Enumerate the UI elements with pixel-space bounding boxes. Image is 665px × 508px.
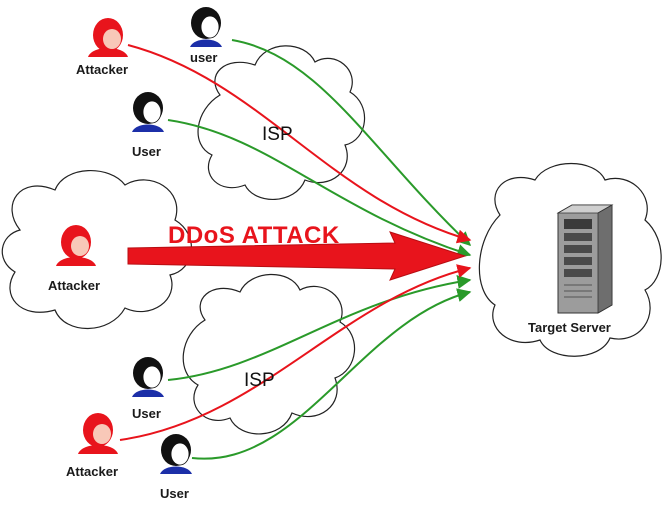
user-person-icon xyxy=(190,7,222,47)
attack-line-attacker-bottom xyxy=(119,264,472,441)
isp-label-bottom: ISP xyxy=(244,370,275,391)
node-label-attacker-bottom: Attacker xyxy=(66,464,119,479)
isp-label-top: ISP xyxy=(262,124,293,145)
node-label-user-top: user xyxy=(190,50,218,65)
server-tower-icon xyxy=(556,204,614,314)
cloud-isp-bottom xyxy=(182,273,355,435)
node-label-attacker-main: Attacker xyxy=(48,278,101,293)
ddos-attack-title: DDoS ATTACK xyxy=(168,222,340,249)
user-person-icon xyxy=(132,357,164,397)
attack-line-attacker-top xyxy=(127,44,472,244)
traffic-line-user-low1 xyxy=(167,275,472,381)
user-person-icon xyxy=(160,434,192,474)
node-label-user-low2: User xyxy=(160,486,189,501)
node-label-user-low1: User xyxy=(132,406,161,421)
cloud-left xyxy=(1,170,192,330)
traffic-line-user-top xyxy=(231,39,472,246)
ddos-main-arrow xyxy=(127,231,467,281)
cloud-isp-top xyxy=(197,45,365,200)
node-label-attacker-top: Attacker xyxy=(76,62,129,77)
attacker-person-icon xyxy=(88,18,128,57)
node-label-user-mid: User xyxy=(132,144,161,159)
target-server-label: Target Server xyxy=(528,320,611,335)
attacker-person-icon xyxy=(78,413,118,454)
attack-traffic-lines xyxy=(119,44,472,441)
traffic-line-user-low2 xyxy=(191,288,472,460)
attacker-person-icon xyxy=(56,225,96,266)
user-person-icon xyxy=(132,92,164,132)
legit-traffic-lines xyxy=(167,39,472,460)
traffic-line-user-mid xyxy=(167,119,472,258)
